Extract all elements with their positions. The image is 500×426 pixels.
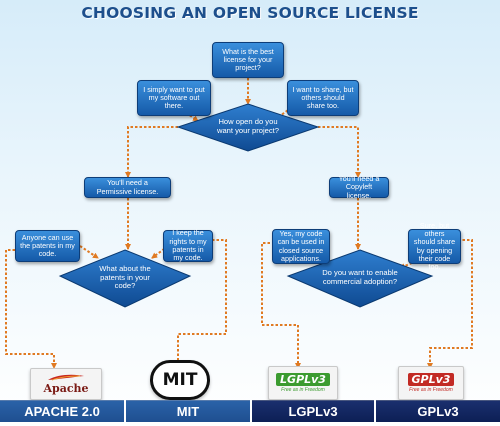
decision-patents xyxy=(58,249,192,308)
how-open-label: How open do you want your project? xyxy=(216,117,280,135)
license-bar-mit: MIT xyxy=(126,400,250,422)
decision-how-open xyxy=(176,103,320,152)
license-bar-lgpl: LGPLv3 xyxy=(252,400,374,422)
apache-logo-tile: Apache xyxy=(30,368,102,400)
what-patents-label: What about the patents in your code? xyxy=(99,263,151,291)
want-share-box: I want to share, but others should share… xyxy=(287,80,359,116)
apache-logo-text: Apache xyxy=(43,381,89,395)
simply-want-box: I simply want to put my software out the… xyxy=(137,80,211,116)
gpl-logo-text: GPLv3 xyxy=(407,373,455,386)
decision-commercial xyxy=(286,249,434,308)
lgpl-logo-tile: LGPLv3 Free as in Freedom xyxy=(268,366,338,400)
permissive-box: You'll need a Permissive license. xyxy=(84,177,171,198)
mit-logo-text: MIT xyxy=(162,370,198,390)
license-bar-apache: APACHE 2.0 xyxy=(0,400,124,422)
apache-feather-icon xyxy=(48,374,84,380)
yes-closed-box: Yes, my code can be used in closed sourc… xyxy=(272,229,330,264)
sure-share-box: Sure, but others should share by opening… xyxy=(408,221,461,271)
gpl-tagline: Free as in Freedom xyxy=(409,387,453,393)
anyone-patents-box: Anyone can use the patents in my code. xyxy=(15,230,80,262)
gpl-logo-tile: GPLv3 Free as in Freedom xyxy=(398,366,464,400)
keep-rights-box: I keep the rights to my patents in my co… xyxy=(163,229,213,262)
license-bar-gpl: GPLv3 xyxy=(376,400,500,422)
commercial-label: Do you want to enable commercial adoptio… xyxy=(322,268,398,286)
mit-logo-tile: MIT xyxy=(150,360,210,400)
lgpl-tagline: Free as in Freedom xyxy=(281,387,325,393)
start-box: What is the best license for your projec… xyxy=(212,42,284,78)
page-title: CHOOSING AN OPEN SOURCE LICENSE xyxy=(81,4,419,22)
copyleft-box: You'll need a Copyleft license. xyxy=(329,174,389,199)
lgpl-logo-text: LGPLv3 xyxy=(276,373,330,386)
